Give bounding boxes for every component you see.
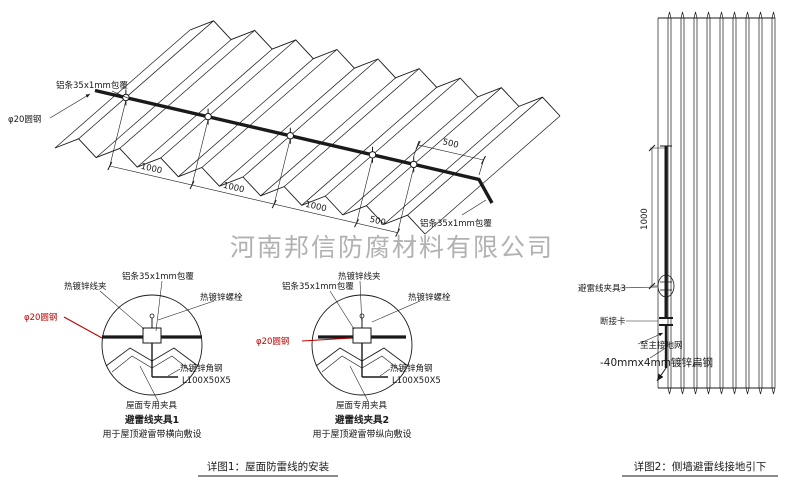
detail-2-angle-steel xyxy=(361,343,388,378)
leader-rod xyxy=(49,93,91,119)
lightning-wire xyxy=(94,88,494,204)
detail2-strip-label: 铝条35x1mm包覆 xyxy=(282,281,354,292)
wall-edges xyxy=(658,17,775,389)
roof-dimension-chain xyxy=(107,100,486,237)
wall-dimension xyxy=(648,144,666,290)
wall-corrugation-lines xyxy=(657,18,776,388)
detail-1-angle-steel xyxy=(151,343,178,378)
leader-flat-steel xyxy=(649,348,665,359)
roof-strip-label-right: 铝条35x1mm包覆 xyxy=(420,218,492,229)
detail2-title: 避雷线夹具2 xyxy=(335,414,389,426)
detail2-angle-label-2: L100X50X5 xyxy=(392,376,441,386)
detail-1-circle xyxy=(101,294,203,396)
detail-2-drawing xyxy=(301,280,421,402)
extension-lines xyxy=(109,100,414,233)
leader-strip-right xyxy=(461,199,487,216)
detail-2-bolt-head xyxy=(359,313,365,319)
detail2-rod-label: φ20圆钢 xyxy=(256,336,289,347)
roof-ridge-lines xyxy=(54,20,561,235)
wall-corrugation-caps-top xyxy=(667,11,776,19)
wall-to-ground-label: 至主接地网 xyxy=(640,340,683,351)
detail2-bolt-label: 热镀锌螺栓 xyxy=(408,292,451,303)
caption-detail-1: 详图1：屋面防雷线的安装 xyxy=(207,460,330,473)
detail-2-clamp xyxy=(352,327,372,344)
leader-clamp3 xyxy=(619,286,658,289)
dim-1000-b: 1000 xyxy=(222,181,245,196)
roof-rod-label: φ20圆钢 xyxy=(8,114,41,125)
dimension-ticks-500 xyxy=(415,140,486,165)
leader-strip-top xyxy=(111,90,131,100)
wall-clamp3-label: 避雷线夹具3 xyxy=(578,283,626,294)
detail-1-drawing xyxy=(63,280,215,402)
detail1-fixture-label: 屋面专用夹具 xyxy=(126,400,178,411)
wall-corrugation-caps-bottom xyxy=(667,387,776,395)
wall-disconnect-label: 断接卡 xyxy=(600,316,626,327)
wall-flat-steel-label: -40mmx4mm镀锌扁钢 xyxy=(600,356,713,369)
to-ground-arrow xyxy=(656,367,667,382)
detail2-fixture-label: 屋面专用夹具 xyxy=(336,400,388,411)
wall-clamp-marks xyxy=(660,281,672,291)
dim-1000-c: 1000 xyxy=(304,200,327,215)
detail1-clamp-label: 热镀锌线夹 xyxy=(64,281,107,292)
detail1-angle-label-1: 热镀锌角钢 xyxy=(180,363,223,374)
detail1-angle-label-2: L100X50X5 xyxy=(182,376,231,386)
detail1-title: 避雷线夹具1 xyxy=(125,414,179,426)
dimension-ticks xyxy=(107,161,401,237)
detail1-rod-label: φ20圆钢 xyxy=(24,312,57,323)
roof-strip-label-top: 铝条35x1mm包覆 xyxy=(56,80,128,91)
detail1-strip-label: 铝条35x1mm包覆 xyxy=(122,271,194,282)
wall-elevation-view xyxy=(619,11,776,395)
wall-dim-1000: 1000 xyxy=(640,208,650,230)
dim-500-a: 500 xyxy=(369,215,387,228)
detail-1-leaders xyxy=(99,280,215,402)
detail-2-leaders xyxy=(329,280,421,402)
detail2-subtitle: 用于屋顶避雷带纵向敷设 xyxy=(312,428,411,440)
company-watermark: 河南邦信防腐材料有限公司 xyxy=(230,233,554,262)
detail2-clamp-label: 热镀锌线夹 xyxy=(338,271,381,282)
detail1-bolt-label: 热镀锌螺栓 xyxy=(200,292,243,303)
caption-detail-2: 详图2：侧墙避雷线接地引下 xyxy=(634,460,767,473)
detail-1-rod-leader xyxy=(63,316,103,339)
detail1-subtitle: 用于屋顶避雷带横向敷设 xyxy=(102,428,201,440)
roof-back-profile xyxy=(189,20,561,117)
dim-1000-a: 1000 xyxy=(140,162,163,177)
detail2-angle-label-1: 热镀锌角钢 xyxy=(390,363,433,374)
dim-500-b: 500 xyxy=(441,137,459,150)
detail-2-rod-leader xyxy=(301,337,353,342)
roof-isometric-view xyxy=(49,20,561,237)
detail-1-bolt-head xyxy=(149,313,155,319)
detail-1-clamp xyxy=(142,327,162,344)
detail-2-circle xyxy=(311,294,413,396)
dimension-line xyxy=(109,165,398,233)
leader-to-ground xyxy=(637,332,664,345)
